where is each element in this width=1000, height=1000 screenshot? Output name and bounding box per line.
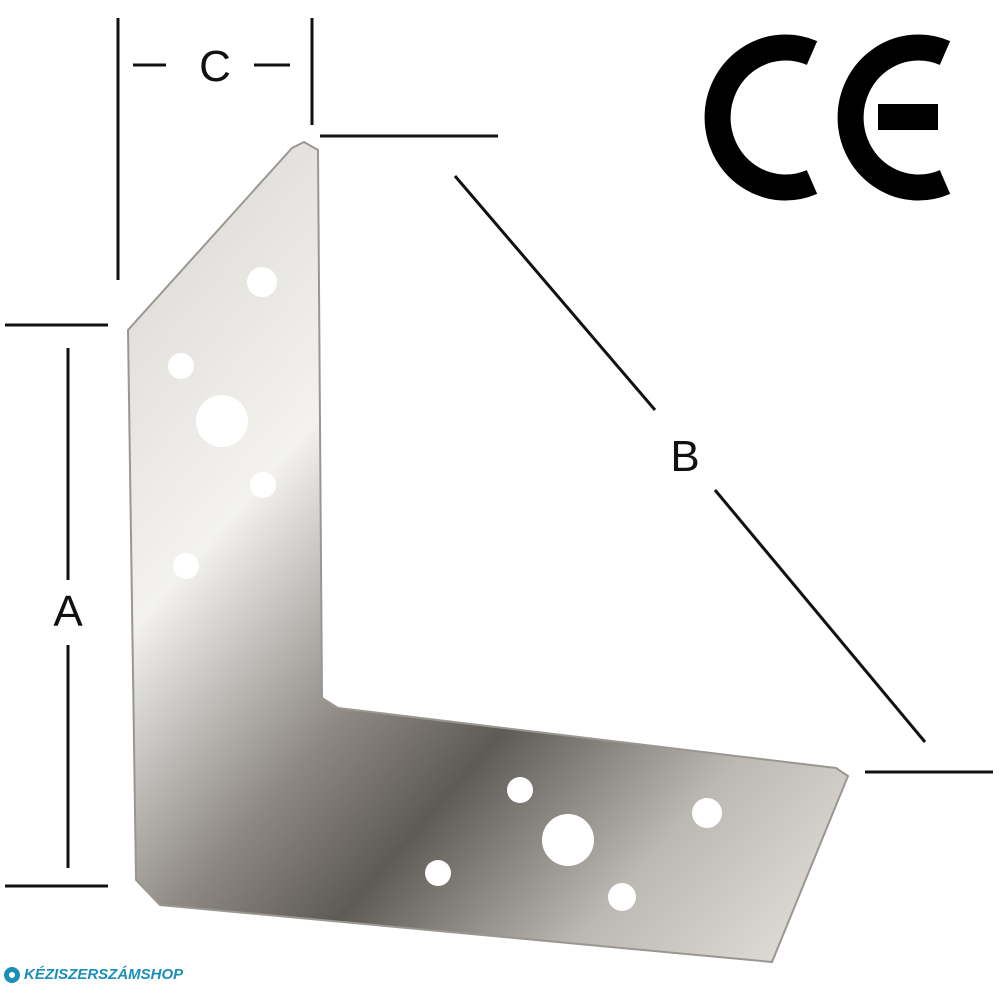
dimension-label-c: C <box>199 42 231 91</box>
dimension-label-b: B <box>670 432 699 481</box>
dimension-label-a: A <box>53 587 83 636</box>
gear-icon <box>4 966 20 983</box>
watermark-text: KÉZISZERSZÁMSHOP <box>24 966 184 983</box>
ce-mark-logo <box>704 34 951 201</box>
dimension-lines <box>5 18 993 888</box>
watermark-logo: KÉZISZERSZÁMSHOP <box>4 966 183 983</box>
angle-bracket <box>126 140 850 964</box>
